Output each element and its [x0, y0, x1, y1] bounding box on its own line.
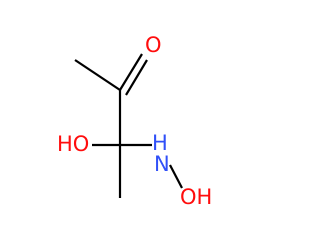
structure-diagram: O HO H N OH: [57, 33, 212, 209]
hydroxylamine-oxygen-label: OH: [180, 185, 212, 209]
bond-methyl-carbonyl: [74, 59, 121, 91]
carbonyl-oxygen-label: O: [145, 33, 162, 57]
hydroxyl-label: HO: [57, 132, 89, 156]
amine-hydrogen-label: H: [152, 131, 168, 155]
amine-nitrogen-label: N: [154, 152, 170, 176]
bond-carbonyl-double-2: [125, 59, 148, 96]
bond-nitrogen-oxygen: [169, 164, 183, 189]
bond-carbonyl-double-1: [119, 53, 143, 91]
